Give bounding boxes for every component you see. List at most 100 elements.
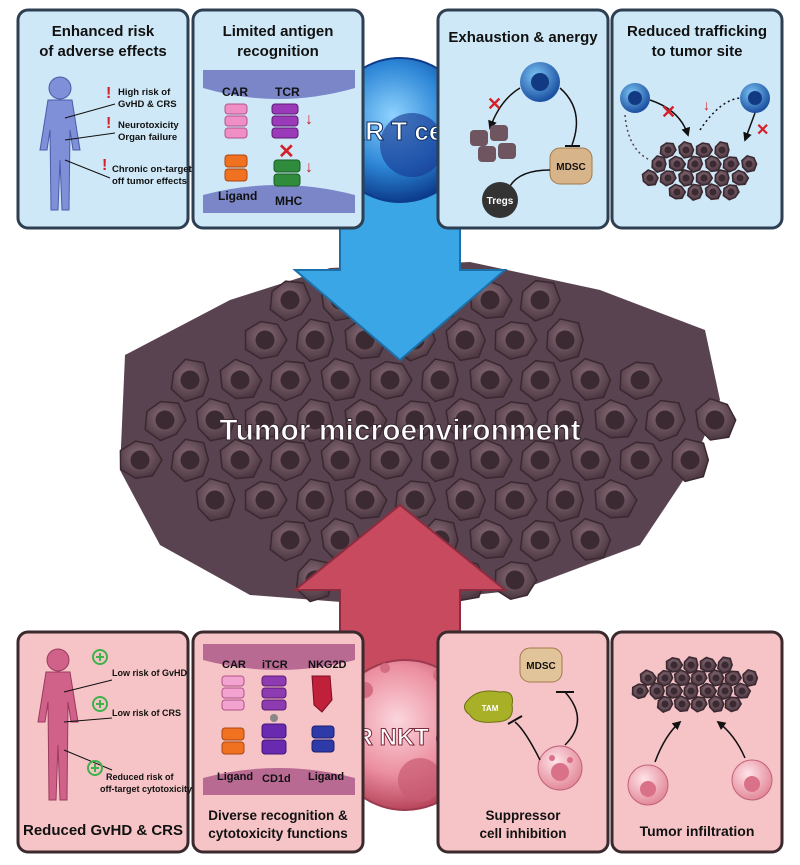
tumor-cell-nucleus	[205, 410, 225, 430]
svg-text:MHC: MHC	[275, 194, 303, 208]
top-panel-adverse-effects: Enhanced risk of adverse effects ! ! ! H…	[16, 8, 193, 230]
mhc-icon	[273, 159, 301, 187]
tumor-cell-nucleus	[455, 410, 475, 430]
tumor-cell-nucleus	[230, 450, 250, 470]
tumor-cell-nucleus	[255, 330, 275, 350]
tumor-cell-nucleus	[691, 188, 699, 196]
receptor-label: CAR	[222, 85, 248, 99]
tumor-cell-nucleus	[530, 290, 550, 310]
tumor-cell-nucleus	[673, 188, 681, 196]
tam-icon	[464, 690, 513, 723]
tumor-cell-nucleus	[555, 330, 575, 350]
tumor-cell-nucleus	[355, 410, 375, 430]
cross-icon: ✕	[487, 94, 502, 114]
tumor-cell-nucleus	[530, 530, 550, 550]
tumor-cell-nucleus	[480, 450, 500, 470]
cross-icon: ✕	[756, 122, 769, 139]
note-text: GvHD & CRS	[118, 99, 177, 110]
tumor-cell-nucleus	[670, 687, 678, 695]
tumor-cell-nucleus	[155, 410, 175, 430]
tumor-cell-nucleus	[687, 687, 695, 695]
svg-text:Ligand: Ligand	[308, 771, 344, 783]
tumor-cell-nucleus	[455, 490, 475, 510]
bottom-panel-reduced-gvhd: Low risk of GvHD Low risk of CRS Reduced…	[16, 630, 192, 854]
svg-text:Limited antigen: Limited antigen	[223, 23, 334, 40]
warning-icon: !	[106, 85, 111, 102]
title-line: Exhaustion & anergy	[448, 29, 598, 46]
tme-label: Tumor microenvironment	[219, 414, 580, 447]
tumor-cell-nucleus	[205, 490, 225, 510]
title-line: Enhanced risk	[52, 23, 155, 40]
tumor-cell-nucleus	[695, 700, 703, 708]
top-panel-trafficking: Reduced trafficking to tumor site ✕ ↓ ✕	[610, 8, 784, 230]
cell-label: TAM	[482, 704, 499, 713]
tumor-cell-nucleus	[700, 174, 708, 182]
tumor-cell-nucleus	[380, 370, 400, 390]
tumor-cell-nucleus	[505, 490, 525, 510]
note-text: Neurotoxicity	[118, 120, 179, 131]
svg-text:Reduced risk of: Reduced risk of	[106, 772, 175, 782]
tumor-cell-nucleus	[305, 410, 325, 430]
tumor-cell-nucleus	[555, 410, 575, 430]
tumor-cell-nucleus	[255, 490, 275, 510]
warning-icon: !	[102, 157, 107, 174]
top-panel-exhaustion: Exhaustion & anergy ✕ MDSC Tregs	[436, 8, 610, 230]
tumor-cell-nucleus	[727, 160, 735, 168]
plus-icon	[92, 696, 108, 712]
tumor-cell-nucleus	[682, 146, 690, 154]
title-line: cell inhibition	[480, 826, 567, 841]
tumor-cell-nucleus	[664, 174, 672, 182]
svg-text:Neurotoxicity: Neurotoxicity	[118, 120, 179, 131]
tumor-cell-nucleus	[480, 370, 500, 390]
tumor-cell-nucleus	[505, 410, 525, 430]
tumor-cell-nucleus	[729, 674, 737, 682]
tumor-cell-nucleus	[636, 687, 644, 695]
bottom-panel-tumor-infiltration: Tumor infiltration	[610, 630, 784, 854]
svg-text:cytotoxicity functions: cytotoxicity functions	[208, 826, 348, 841]
cross-icon: ✕	[661, 102, 676, 122]
receptor-label: iTCR	[262, 659, 288, 671]
ligand-icon	[311, 725, 335, 753]
tumor-cell-nucleus	[704, 661, 712, 669]
nkg2d-receptor-icon	[311, 675, 333, 713]
tumor-cell-nucleus	[580, 530, 600, 550]
svg-text:Suppressor: Suppressor	[485, 808, 561, 823]
down-arrow-icon: ↓	[305, 111, 313, 128]
tumor-cell-nucleus	[405, 410, 425, 430]
receptor-label: MHC	[275, 194, 303, 208]
svg-text:Tregs: Tregs	[487, 196, 514, 207]
note-text: Organ failure	[118, 132, 177, 143]
tumor-cell-nucleus	[673, 160, 681, 168]
warning-icon: !	[106, 115, 111, 132]
tumor-cells-icon	[470, 125, 516, 162]
tumor-cell-nucleus	[330, 450, 350, 470]
tumor-cell-nucleus	[709, 160, 717, 168]
title-line: Reduced trafficking	[627, 23, 767, 40]
tumor-cells-icon	[641, 140, 758, 201]
title-line: recognition	[237, 43, 319, 60]
tumor-cell-nucleus	[729, 700, 737, 708]
receptor-label: CD1d	[262, 773, 291, 785]
svg-text:Low risk of CRS: Low risk of CRS	[112, 708, 181, 718]
human-silhouette-icon	[39, 76, 81, 211]
tumor-cell-nucleus	[687, 661, 695, 669]
tcr-receptor-icon	[271, 103, 299, 139]
cell-label: MDSC	[556, 162, 585, 173]
tumor-cell-nucleus	[330, 370, 350, 390]
tumor-cell-nucleus	[678, 700, 686, 708]
svg-text:TCR: TCR	[275, 85, 300, 99]
tumor-cell-nucleus	[280, 530, 300, 550]
car-receptor-icon	[221, 675, 245, 711]
tumor-cell-nucleus	[718, 174, 726, 182]
svg-text:Diverse recognition &: Diverse recognition &	[208, 808, 348, 823]
t-cell-membrane	[203, 70, 355, 99]
svg-text:Enhanced risk: Enhanced risk	[52, 23, 155, 40]
title-line: to tumor site	[652, 43, 743, 60]
tumor-cell-nucleus	[680, 450, 700, 470]
receptor-label: TCR	[275, 85, 300, 99]
tumor-cell-nucleus	[305, 330, 325, 350]
tumor-cell-nucleus	[405, 490, 425, 510]
svg-text:Chronic on-target: Chronic on-target	[112, 164, 193, 175]
tumor-cell-nucleus	[280, 290, 300, 310]
mdsc-icon	[519, 647, 563, 683]
